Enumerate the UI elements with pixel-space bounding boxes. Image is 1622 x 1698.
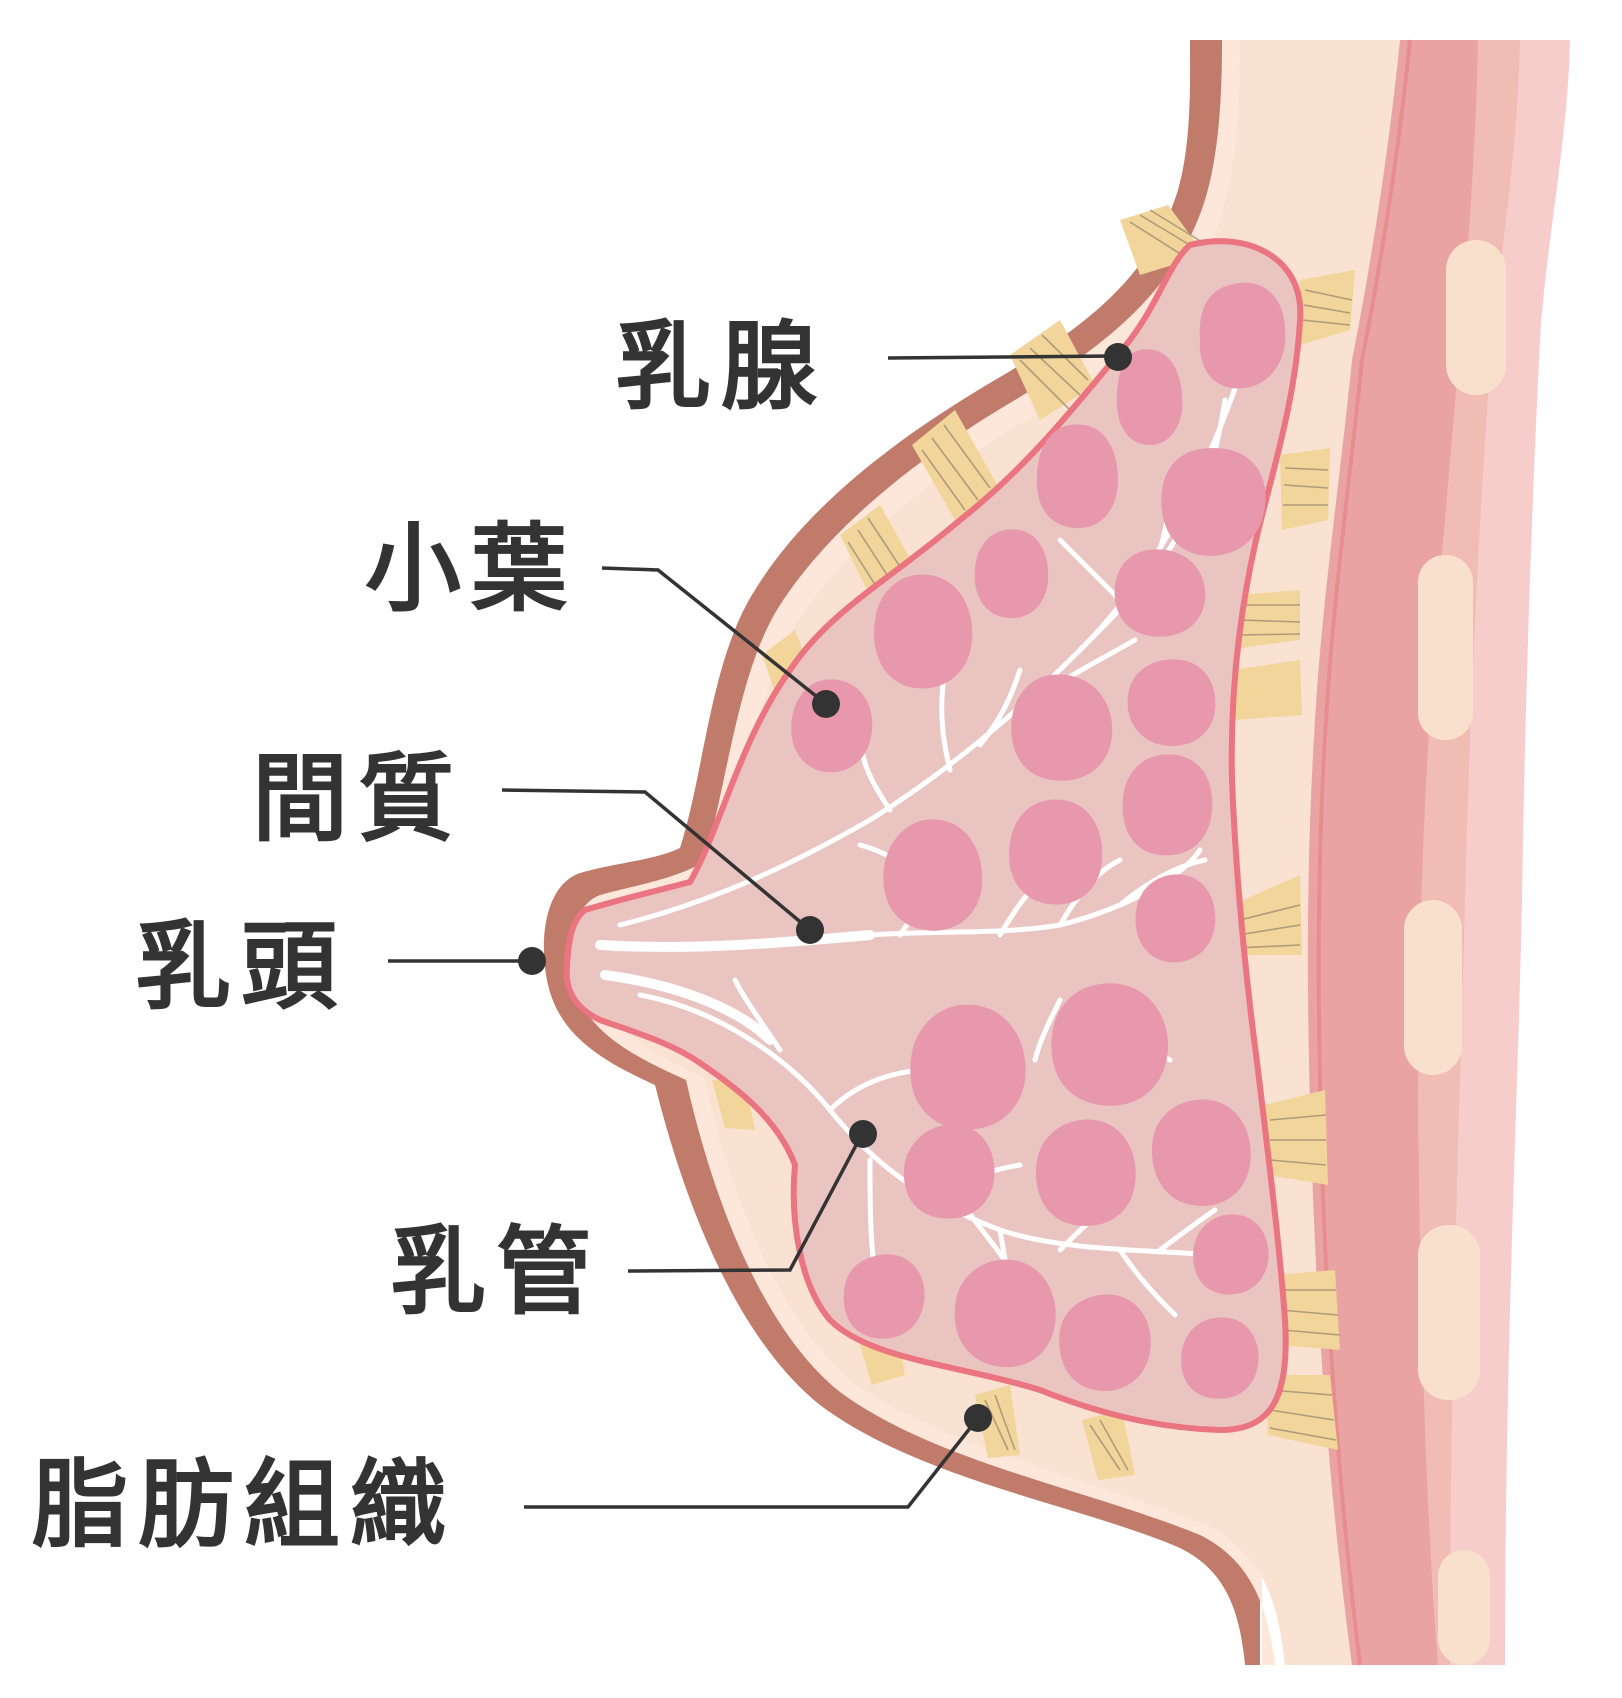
rib-2 [1418,555,1473,740]
leader-lobule [601,566,828,706]
lobule [1009,799,1103,905]
rib-5 [1438,1550,1490,1665]
lobule [1161,448,1266,556]
lobule [954,1259,1056,1368]
marker-lobule [812,690,840,718]
fat-bundle [1082,1410,1135,1480]
pectoral-muscle-edge [1316,39,1412,1666]
rib-3 [1404,900,1462,1075]
marker-duct [849,1120,877,1148]
lobule [1122,754,1213,856]
leader-stroma [501,788,812,932]
label-stroma: 間質 [252,743,464,855]
lobule [1193,1214,1269,1295]
fat-bundle [1280,448,1330,530]
leader-duct [627,1133,864,1273]
label-duct: 乳管 [390,1216,602,1328]
lobule [903,1124,995,1219]
lobule [1011,674,1113,781]
fat-bundle [1232,875,1302,955]
lobule [910,1004,1026,1130]
marker-fat-tissue [964,1404,992,1432]
lobule [1135,874,1216,963]
fat-bundle [1232,660,1302,720]
lobule [1127,659,1216,746]
lobule [1035,1119,1136,1226]
lobule [791,679,873,773]
fat-bundle [912,410,1000,520]
label-mammary-gland: 乳腺 [615,311,827,423]
lobule [1199,282,1286,389]
pectoral-muscle-dark [1301,40,1478,1665]
marker-mammary-gland [1104,343,1132,371]
label-nipple: 乳頭 [135,911,347,1023]
leader-mammary-gland [887,354,1116,360]
lobule [874,574,973,689]
fat-bundle [1265,1090,1328,1185]
rib-4 [1418,1225,1480,1400]
lobule [1116,349,1183,445]
annotations [388,343,1132,1509]
marker-stroma [796,916,824,944]
leader-fat-tissue [524,1416,980,1509]
lobule [843,1254,925,1339]
lobule [974,529,1049,619]
lobule [883,819,983,931]
lobules [791,282,1286,1399]
marker-nipple [518,947,546,975]
labels: 乳腺 小葉 間質 乳頭 乳管 脂肪組織 [32,311,827,1561]
label-fat-tissue: 脂肪組織 [32,1449,456,1561]
breast [543,40,1400,1665]
lobule [1114,549,1206,637]
lobule [1152,1099,1251,1206]
rib-1 [1446,240,1506,395]
chest-wall [1301,39,1570,1666]
lobule [1036,424,1118,529]
lobule [1059,1294,1151,1391]
lobule [1181,1317,1259,1399]
label-lobule: 小葉 [365,513,577,625]
lobule [1051,983,1169,1106]
fat-bundle [1300,270,1355,345]
